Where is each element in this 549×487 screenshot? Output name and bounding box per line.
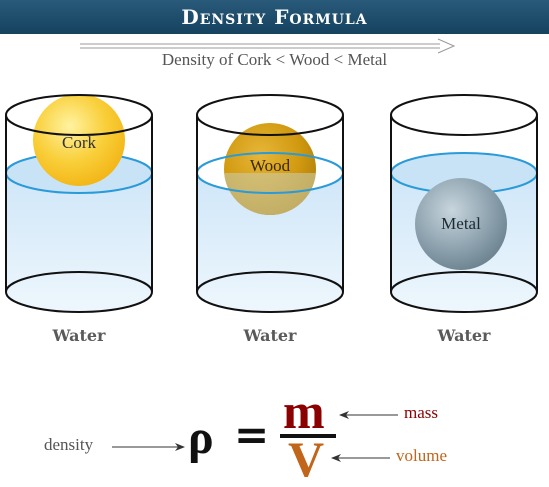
water-label-1: Water bbox=[52, 326, 106, 345]
equals-sign: = bbox=[234, 410, 270, 459]
density-diagram bbox=[5, 38, 538, 462]
density-label: density bbox=[44, 435, 94, 454]
rho-symbol: ρ bbox=[188, 411, 214, 464]
formula-arrows bbox=[112, 411, 398, 462]
density-comparison: Density of Cork < Wood < Metal bbox=[161, 50, 388, 69]
mass-symbol: m bbox=[283, 383, 325, 439]
beaker-cork bbox=[5, 94, 153, 313]
metal-label: Metal bbox=[441, 214, 481, 233]
wood-label: Wood bbox=[249, 156, 291, 175]
volume-symbol: V bbox=[288, 431, 325, 487]
metal-ball bbox=[415, 178, 507, 270]
beaker-wood bbox=[196, 94, 344, 313]
subtitle-arrow bbox=[80, 38, 456, 54]
fraction-bar bbox=[280, 434, 336, 438]
water-label-3: Water bbox=[437, 326, 491, 345]
title-banner: Density Formula bbox=[0, 0, 549, 34]
water-label-2: Water bbox=[243, 326, 297, 345]
page-title: Density Formula bbox=[181, 5, 368, 29]
volume-label: volume bbox=[396, 446, 447, 465]
cork-ball bbox=[33, 94, 125, 186]
beaker-metal bbox=[390, 94, 538, 313]
mass-label: mass bbox=[404, 403, 438, 422]
cork-label: Cork bbox=[62, 133, 96, 152]
